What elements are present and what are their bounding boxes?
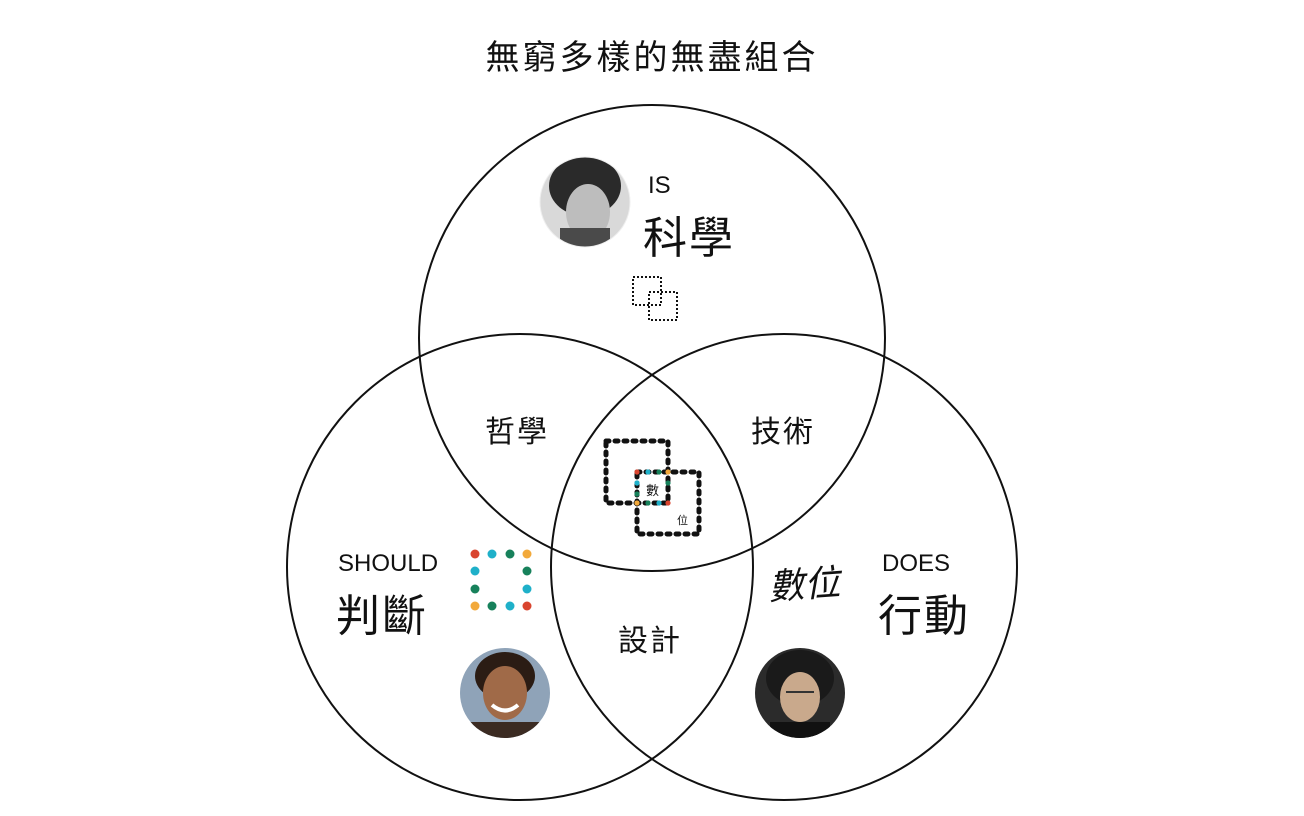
label-technology: 技術 (751, 415, 815, 450)
label-is-en: IS (648, 172, 671, 199)
diagram-title: 無窮多樣的無盡組合 (485, 38, 819, 78)
overlap-squares-icon (632, 276, 678, 321)
label-should-zh: 判斷 (336, 591, 428, 642)
center-logo-char-top: 數 (646, 484, 660, 499)
colored-dots-icon (470, 549, 532, 611)
label-philosophy: 哲學 (485, 415, 549, 450)
label-should-en: SHOULD (338, 550, 439, 577)
label-does-en: DOES (882, 550, 951, 577)
label-is-zh: 科學 (643, 213, 735, 264)
label-does-zh: 行動 (878, 591, 970, 642)
avatar-is (540, 157, 630, 247)
label-design: 設計 (618, 624, 682, 659)
avatar-should (460, 648, 550, 738)
circle-does (550, 333, 1018, 801)
circle-is (418, 104, 886, 572)
avatar-does (755, 648, 845, 738)
center-logo-icon (603, 438, 702, 537)
circle-should (286, 333, 754, 801)
center-logo-char-bottom: 位 (677, 514, 688, 527)
signature: 數位 (766, 562, 842, 609)
